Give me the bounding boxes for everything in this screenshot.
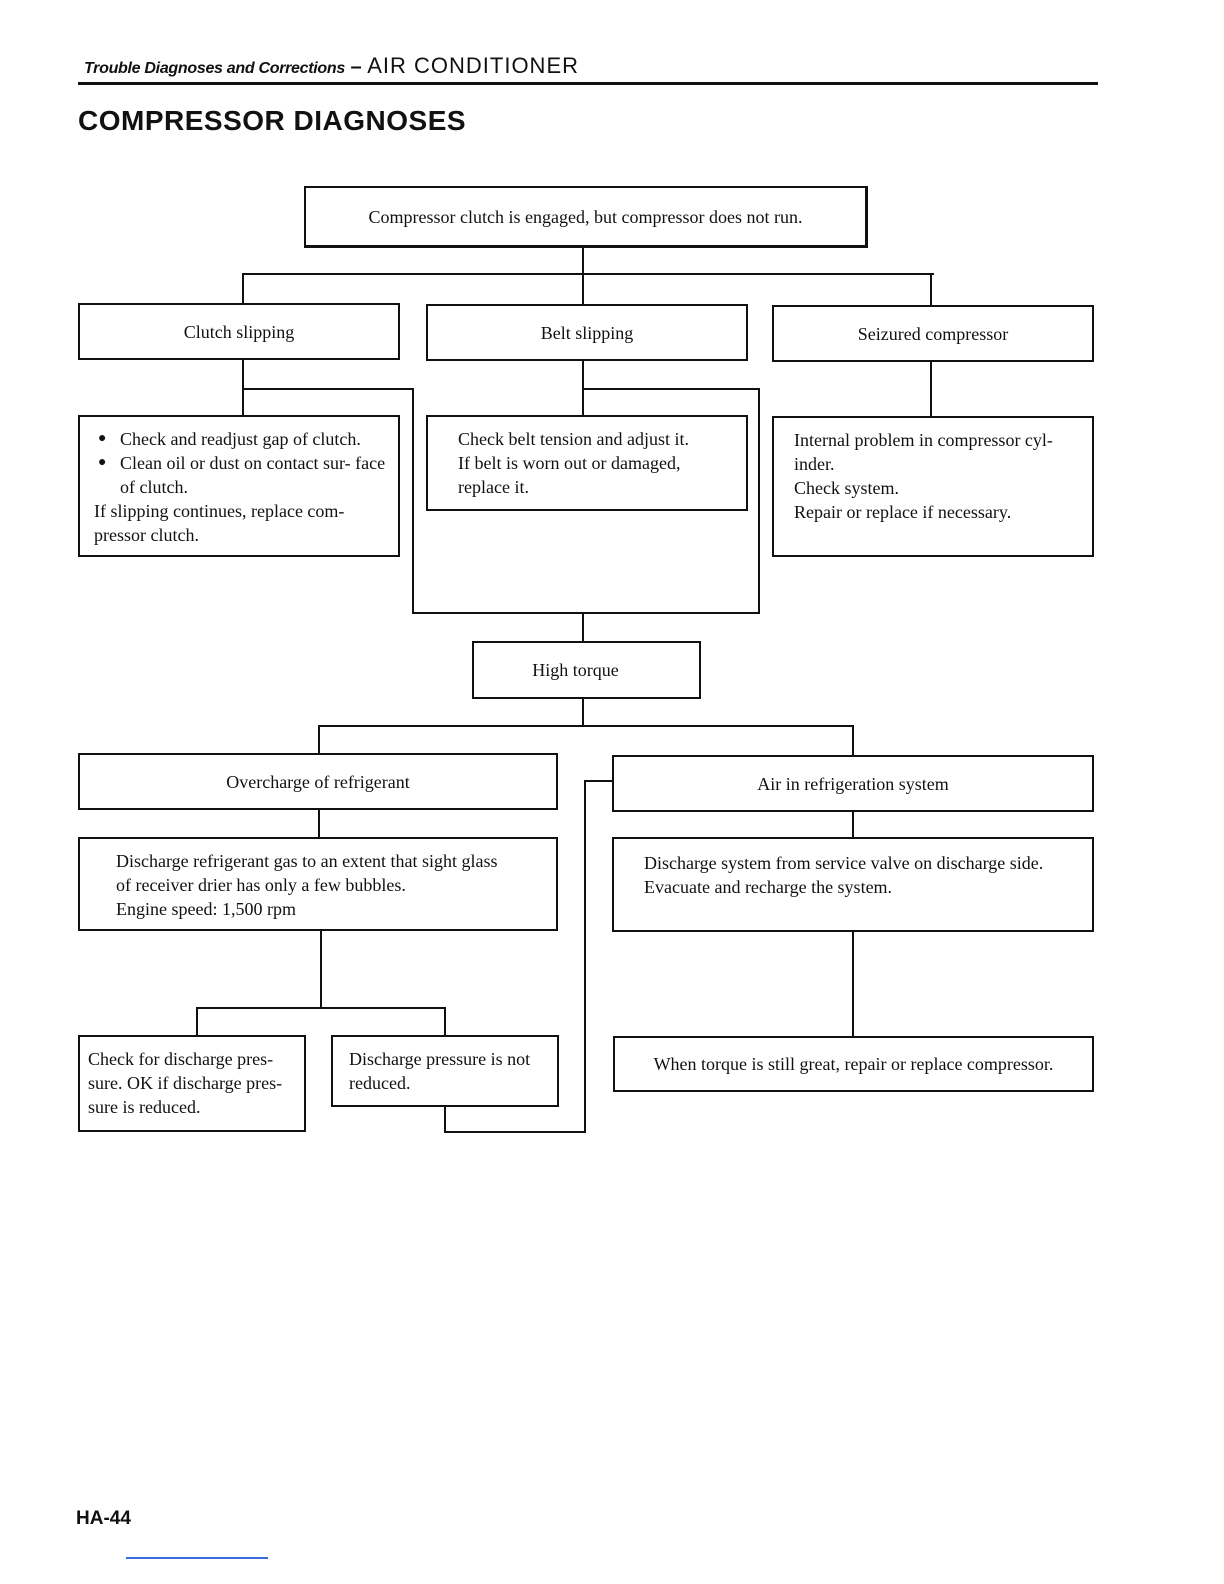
connector-seized-down (930, 360, 932, 418)
overcharge-label: Overcharge of refrigerant (226, 771, 410, 792)
check-pressure-text: Check for discharge pres- sure. OK if di… (88, 1049, 283, 1117)
overcharge-action-line: Discharge refrigerant gas to an extent t… (116, 851, 498, 871)
clutch-action-bullet: Clean oil or dust on contact sur- face o… (94, 451, 388, 499)
clutch-slipping-box: Clutch slipping (78, 303, 400, 360)
header-section: AIR CONDITIONER (367, 53, 580, 78)
root-condition-text: Compressor clutch is engaged, but compre… (368, 206, 803, 227)
overcharge-box: Overcharge of refrigerant (78, 753, 558, 810)
header-chapter: Trouble Diagnoses and Corrections (84, 60, 345, 77)
belt-action-box: Check belt tension and adjust it. If bel… (426, 415, 748, 511)
high-torque-label: High torque (532, 660, 619, 680)
connector-to-clutch (242, 273, 244, 304)
overcharge-action-line: of receiver drier has only a few bubbles… (116, 875, 406, 895)
header-dash: – (344, 56, 368, 78)
connector-air-down (852, 810, 854, 840)
seized-compressor-box: Seizured compressor (772, 305, 1094, 362)
belt-slipping-label: Belt slipping (540, 322, 634, 343)
high-torque-box: High torque (472, 641, 701, 699)
connector-belt-right (582, 388, 760, 390)
page-title: COMPRESSOR DIAGNOSES (78, 105, 467, 136)
not-reduced-text: Discharge pressure is not reduced. (349, 1049, 531, 1093)
page-number: HA-44 (76, 1508, 131, 1529)
connector-to-air (852, 725, 854, 756)
overcharge-action-box: Discharge refrigerant gas to an extent t… (78, 837, 558, 931)
clutch-action-box: Check and readjust gap of clutch. Clean … (78, 415, 400, 557)
connector-overcharge-down (318, 808, 320, 838)
connector-belt-vertical (758, 388, 760, 614)
connector-to-high-torque (582, 612, 584, 642)
connector-clutch-down (242, 358, 244, 416)
air-action-line: Evacuate and recharge the system. (644, 877, 893, 897)
clutch-action-list: Check and readjust gap of clutch. Clean … (94, 427, 388, 499)
connector-merge-bar (412, 612, 760, 614)
connector-loop-vertical (584, 780, 586, 1133)
final-action-text: When torque is still great, repair or re… (653, 1054, 1054, 1074)
air-in-system-box: Air in refrigeration system (612, 755, 1094, 812)
connector-to-seized (930, 273, 932, 306)
connector-high-torque-down (582, 697, 584, 727)
root-condition-box: Compressor clutch is engaged, but compre… (304, 186, 868, 248)
seized-action-line: Internal problem in compressor cyl- inde… (794, 430, 1053, 474)
seized-compressor-label: Seizured compressor (857, 323, 1009, 344)
connector-clutch-vertical (412, 388, 414, 614)
connector-clutch-right (242, 388, 414, 390)
connector-root-down (582, 246, 584, 304)
air-action-line: Discharge system from service valve on d… (644, 853, 1044, 873)
overcharge-action-line: Engine speed: 1,500 rpm (116, 899, 296, 919)
belt-action-line: Check belt tension and adjust it. (458, 429, 689, 449)
clutch-action-note: If slipping continues, replace com- pres… (94, 501, 345, 545)
connector-loop-bottom (444, 1131, 586, 1133)
connector-to-not-reduced (444, 1007, 446, 1037)
belt-action-line: If belt is worn out or damaged, (458, 453, 681, 473)
connector-discharge-down (320, 929, 322, 1009)
connector-to-check (196, 1007, 198, 1037)
belt-action-line: replace it. (458, 477, 529, 497)
seized-action-box: Internal problem in compressor cyl- inde… (772, 416, 1094, 557)
connector-loop-to-air (584, 780, 614, 782)
connector-to-overcharge (318, 725, 320, 754)
connector-to-final (852, 930, 854, 1038)
connector-belt-down (582, 359, 584, 416)
footer-rule (126, 1557, 268, 1559)
running-header: Trouble Diagnoses and Corrections – AIR … (84, 53, 579, 79)
belt-slipping-box: Belt slipping (426, 304, 748, 361)
connector-check-split (196, 1007, 446, 1009)
connector-not-reduced-down (444, 1105, 446, 1133)
not-reduced-box: Discharge pressure is not reduced. (331, 1035, 559, 1107)
air-action-box: Discharge system from service valve on d… (612, 837, 1094, 932)
connector-level3-bar (318, 725, 854, 727)
seized-action-line: Check system. (794, 478, 899, 498)
header-rule (78, 82, 1098, 85)
final-action-box: When torque is still great, repair or re… (613, 1036, 1094, 1092)
connector-level1-bar (242, 273, 934, 275)
clutch-action-bullet: Check and readjust gap of clutch. (94, 427, 388, 451)
clutch-slipping-label: Clutch slipping (183, 321, 295, 342)
check-pressure-box: Check for discharge pres- sure. OK if di… (78, 1035, 306, 1132)
seized-action-line: Repair or replace if necessary. (794, 502, 1012, 522)
air-in-system-label: Air in refrigeration system (757, 773, 949, 794)
